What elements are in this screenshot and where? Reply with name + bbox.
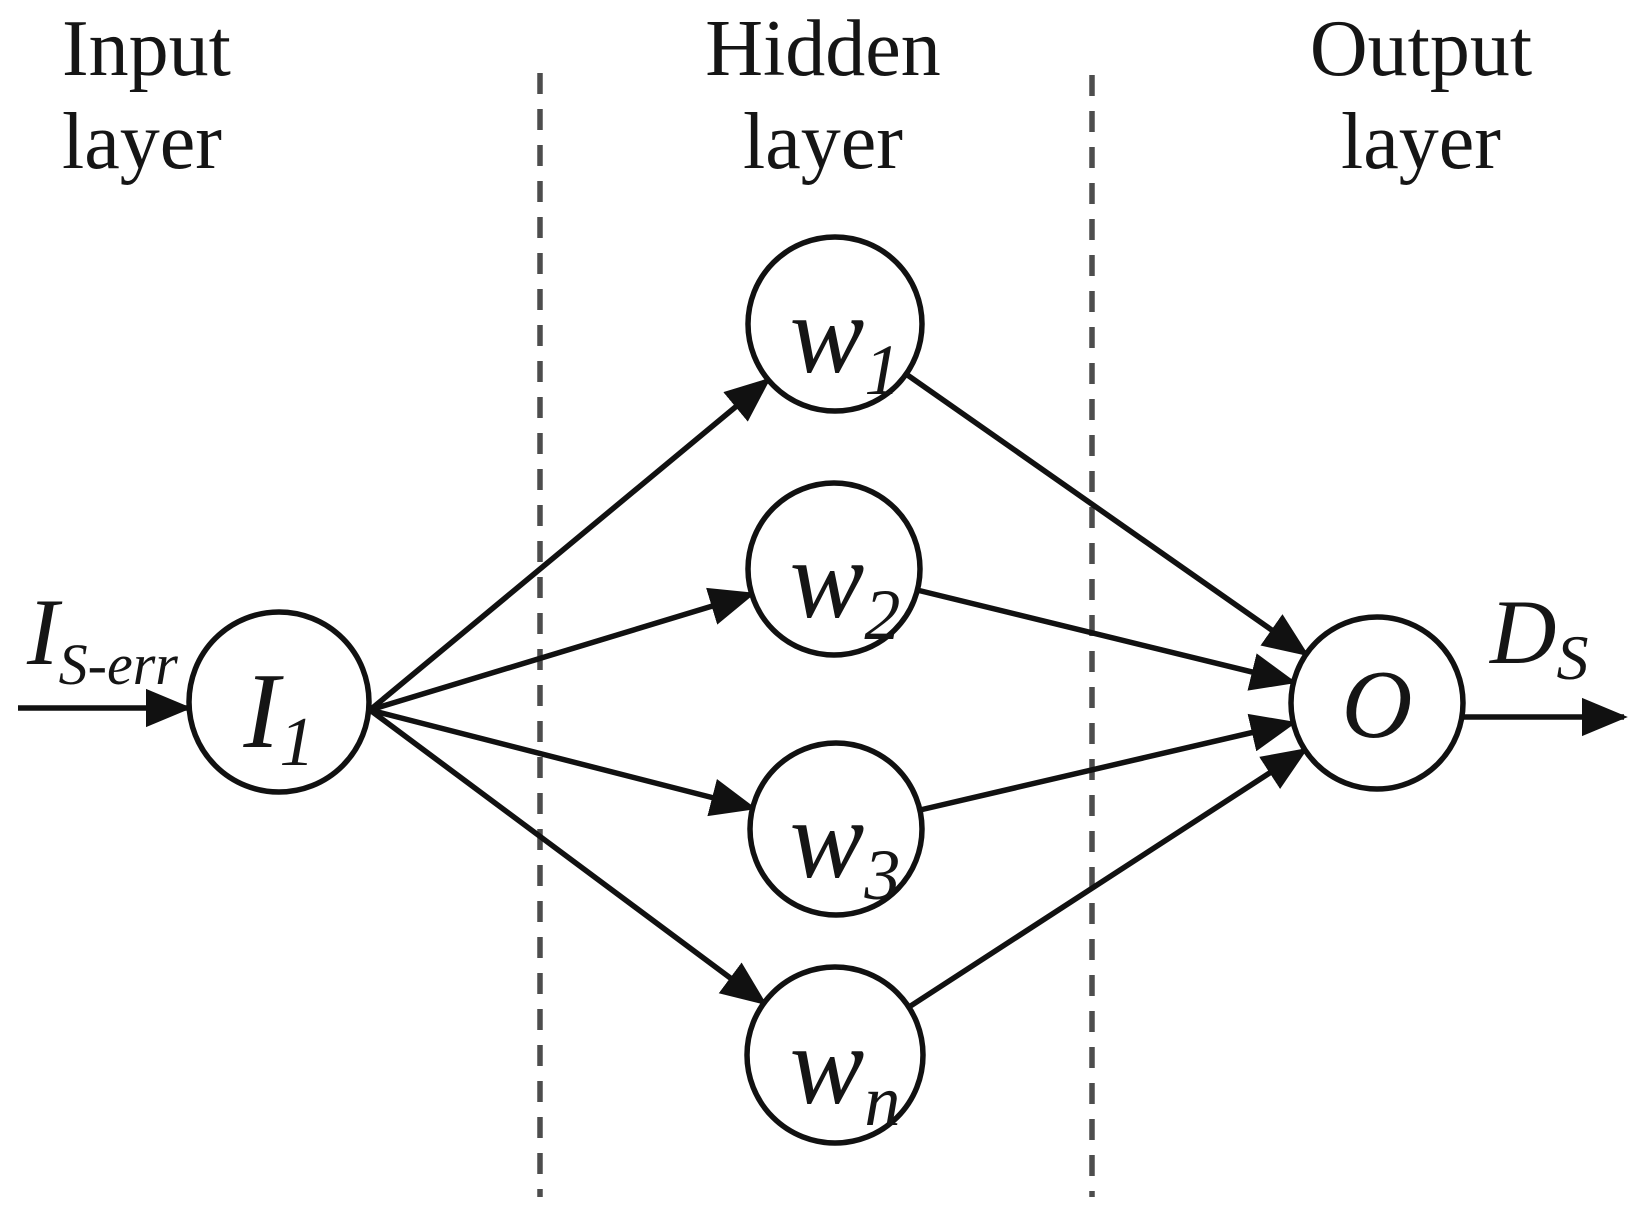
output-layer-title-line1: Output (1310, 5, 1532, 93)
node-w3-label: w3 (790, 778, 901, 915)
node-i1-circle (186, 609, 372, 795)
node-w2-label: w2 (790, 518, 901, 655)
edge-i1-to-w2 (369, 587, 756, 713)
input-layer-title-line2: layer (62, 98, 222, 186)
node-i1-label: I1 (243, 652, 315, 781)
input-layer-title-line1: Input (62, 5, 231, 93)
node-w1-label: w1 (790, 273, 901, 410)
node-wn-label-sub: n (864, 1061, 900, 1141)
node-o-circle (1288, 614, 1466, 792)
input-signal-label-sub: S-err (59, 632, 179, 697)
edge-i1-to-w3 (369, 707, 757, 817)
input-signal-label: IS-err (26, 579, 178, 697)
output-layer-title-line2: layer (1341, 98, 1501, 186)
node-i1-label-sub: 1 (279, 704, 314, 781)
node-w1-label-sub: 1 (864, 330, 900, 410)
edge-i1-to-w1 (368, 377, 771, 713)
node-w3-label-main: w (790, 778, 865, 902)
hidden-layer-title-line2: layer (743, 98, 903, 186)
edge-w3-to-o (919, 713, 1297, 813)
node-wn-label-main: w (790, 1004, 865, 1128)
node-o-label: O (1342, 651, 1413, 759)
node-w3-label-sub: 3 (863, 835, 900, 915)
edge-i1-to-wn (368, 707, 768, 1006)
node-w1-label-main: w (790, 273, 865, 397)
node-wn-label: wn (790, 1004, 901, 1141)
node-w1-circle (745, 234, 925, 414)
edge-wn-to-o (907, 747, 1309, 1010)
node-w3-circle (747, 740, 925, 918)
node-w2-label-sub: 2 (864, 575, 900, 655)
hidden-layer-title-line1: Hidden (705, 5, 941, 93)
node-w2-circle (745, 480, 923, 658)
output-signal-label: DS (1488, 581, 1588, 693)
input-signal-label-main: I (26, 579, 63, 685)
node-i1-label-main: I (243, 652, 285, 771)
node-w2-label-main: w (790, 518, 865, 642)
edge-w2-to-o (916, 587, 1297, 691)
output-signal-label-sub: S (1556, 622, 1588, 693)
output-signal-label-main: D (1488, 581, 1556, 683)
edge-w1-to-o (904, 371, 1310, 657)
node-wn-circle (744, 964, 926, 1146)
